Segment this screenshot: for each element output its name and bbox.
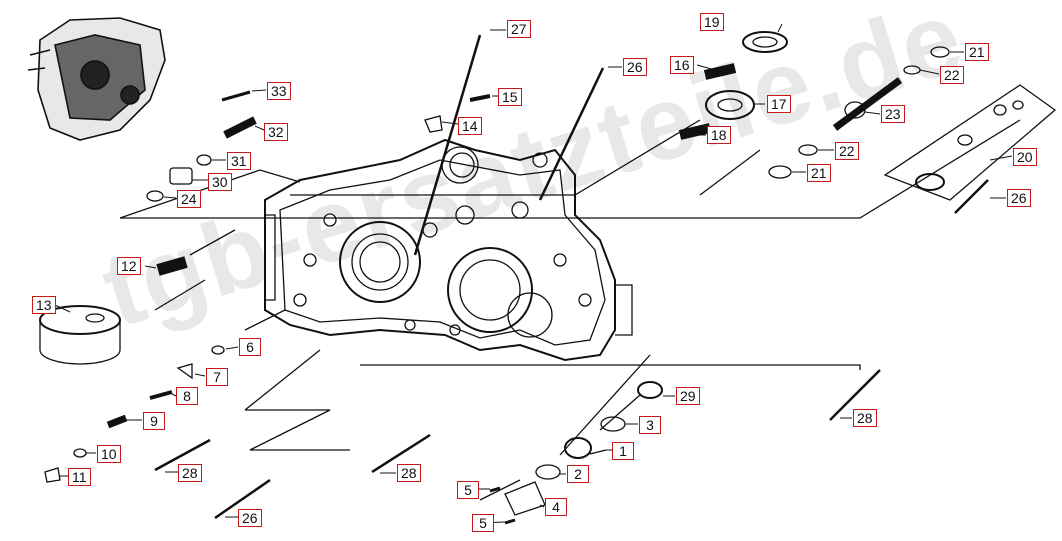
ring-22-mid bbox=[798, 144, 818, 156]
callout-28: 28 bbox=[178, 464, 202, 482]
plunger-8 bbox=[149, 390, 173, 400]
shaft-23 bbox=[832, 77, 903, 131]
pin-33 bbox=[221, 90, 251, 102]
cover-4 bbox=[504, 481, 546, 516]
callout-19: 19 bbox=[700, 13, 724, 31]
callout-13: 13 bbox=[32, 296, 56, 314]
callout-9: 9 bbox=[143, 412, 165, 430]
callout-26: 26 bbox=[623, 58, 647, 76]
callout-26: 26 bbox=[1007, 189, 1031, 207]
screw-5-top bbox=[489, 486, 501, 493]
callout-7: 7 bbox=[206, 368, 228, 386]
callout-18: 18 bbox=[707, 126, 731, 144]
bolt-11 bbox=[44, 467, 61, 483]
washer-21-top bbox=[930, 46, 950, 58]
bush-29 bbox=[637, 381, 663, 399]
ring-22-top bbox=[903, 65, 921, 75]
callout-5: 5 bbox=[457, 481, 479, 499]
callout-6: 6 bbox=[239, 338, 261, 356]
ring-24 bbox=[146, 190, 164, 202]
assembly-frame-20 bbox=[883, 84, 1057, 201]
pin-18 bbox=[678, 123, 712, 140]
callout-30: 30 bbox=[208, 173, 232, 191]
filter-13 bbox=[39, 305, 121, 365]
callout-4: 4 bbox=[545, 498, 567, 516]
callout-5: 5 bbox=[472, 514, 494, 532]
crankcase-overview-thumbnail bbox=[27, 17, 166, 141]
callout-3: 3 bbox=[639, 416, 661, 434]
bolt-15 bbox=[469, 94, 491, 102]
callout-32: 32 bbox=[264, 123, 288, 141]
callout-10: 10 bbox=[97, 445, 121, 463]
callout-23: 23 bbox=[881, 105, 905, 123]
callout-12: 12 bbox=[117, 257, 141, 275]
callout-26: 26 bbox=[238, 509, 262, 527]
spring-12 bbox=[156, 256, 188, 276]
callout-22: 22 bbox=[940, 66, 964, 84]
screw-5-bottom bbox=[504, 518, 516, 525]
callout-15: 15 bbox=[498, 88, 522, 106]
callout-16: 16 bbox=[670, 56, 694, 74]
crankcase-main bbox=[264, 138, 633, 362]
stud-bolt-26-bottom bbox=[214, 478, 271, 520]
pin-16 bbox=[703, 63, 737, 80]
callout-31: 31 bbox=[227, 152, 251, 170]
callout-27: 27 bbox=[507, 20, 531, 38]
stud-bolt-26-right bbox=[954, 179, 989, 214]
callout-29: 29 bbox=[676, 387, 700, 405]
callout-20: 20 bbox=[1013, 148, 1037, 166]
sensor-32 bbox=[223, 116, 257, 139]
assembly-20-parts bbox=[915, 100, 1024, 191]
washer-10 bbox=[73, 448, 87, 458]
gear-17 bbox=[705, 90, 755, 120]
washer-31 bbox=[196, 154, 212, 166]
callout-24: 24 bbox=[177, 190, 201, 208]
callout-8: 8 bbox=[176, 387, 198, 405]
stud-bolt-28-left bbox=[154, 438, 211, 472]
stud-bolt-28-right bbox=[829, 369, 881, 421]
switch-30 bbox=[169, 167, 193, 185]
gear-19 bbox=[742, 31, 788, 53]
washer-21-mid bbox=[768, 165, 792, 179]
clip-7 bbox=[176, 363, 193, 380]
callout-11: 11 bbox=[68, 468, 91, 486]
callout-21: 21 bbox=[807, 164, 831, 182]
callout-2: 2 bbox=[567, 465, 589, 483]
stud-bolt-26-top bbox=[538, 67, 605, 201]
callout-22: 22 bbox=[835, 142, 859, 160]
callout-21: 21 bbox=[965, 43, 989, 61]
spring-9 bbox=[106, 414, 128, 429]
callout-17: 17 bbox=[767, 95, 791, 113]
callout-33: 33 bbox=[267, 82, 291, 100]
callout-28: 28 bbox=[397, 464, 421, 482]
stud-bolt-28-mid bbox=[371, 433, 431, 474]
washer-6 bbox=[211, 345, 225, 355]
callout-14: 14 bbox=[458, 117, 482, 135]
washer-2 bbox=[535, 464, 561, 480]
gear-1 bbox=[564, 437, 607, 459]
callout-1: 1 bbox=[612, 442, 634, 460]
callout-28: 28 bbox=[853, 409, 877, 427]
bracket-14 bbox=[424, 115, 443, 133]
